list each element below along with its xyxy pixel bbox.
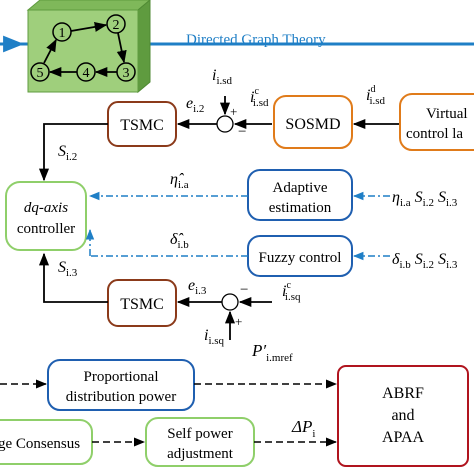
sum-top-minus: − [238,124,246,140]
dq-label-2: controller [17,221,75,237]
graph-node-2: 2 [106,14,126,34]
abrf-label-1: ABRF [382,385,424,402]
sum-bottom-plus: + [235,314,242,329]
self-power-label-1: Self power [167,426,232,442]
sosmd-label: SOSMD [285,116,340,133]
svg-text:4: 4 [83,66,90,81]
signal-e-i2: ei.2 [186,95,204,115]
signal-p-mref: P′i.mref [251,341,293,364]
virtual-control-block [399,93,474,151]
sum-top-plus: + [230,104,237,119]
arrow-s-i3 [38,252,108,303]
edge-5-1 [43,38,57,64]
signal-delta-p: ΔPi [291,417,315,440]
arrow-s-i2 [38,123,108,182]
svg-text:2: 2 [113,18,120,33]
proportional-block [47,359,195,411]
dq-controller-block [5,181,87,251]
topic-label: Directed Graph Theory [186,32,326,48]
virtual-label-1: Virtual [426,106,468,122]
svg-text:5: 5 [37,66,44,81]
edge-2-3 [116,32,127,64]
svg-text:1: 1 [59,26,66,41]
graph-node-5: 5 [30,62,50,82]
signal-i-isd: ii.sd [212,67,233,87]
tsmc-top-label: TSMC [120,117,164,134]
sum-bottom-minus: − [240,282,248,298]
adaptive-label-2: estimation [269,200,332,216]
adaptive-label-1: Adaptive [273,180,328,196]
signal-s-i2: Si.2 [58,143,77,163]
graph-node-1: 1 [52,22,72,42]
proportional-label-2: distribution power [66,389,176,405]
edge-1-2 [70,21,108,32]
graph-node-3: 3 [116,62,136,82]
tsmc-bottom-block [107,279,177,327]
abrf-apaa-block [337,365,469,467]
abrf-label-2: and [391,407,414,424]
adaptive-estimation-block [247,169,353,221]
graph-cube: 1 2 3 4 5 [26,0,151,94]
signal-i-isq: ii.sq [204,327,225,347]
self-power-label-2: adjustment [167,446,234,462]
signal-delta-hat: δ̂i.b [170,231,189,251]
virtual-label-2: control la [406,126,463,142]
abrf-label-3: APAA [382,429,425,446]
sum-junction-bottom [221,293,239,311]
signal-s-i3: Si.3 [58,259,78,279]
fuzzy-label: Fuzzy control [259,250,342,266]
sosmd-block [273,95,353,149]
signal-e-i3: ei.3 [188,277,207,297]
consensus-label: ge Consensus [0,436,80,452]
dq-label-1: dq-axis [24,200,68,216]
svg-text:3: 3 [123,66,130,81]
proportional-label-1: Proportional [84,369,159,385]
graph-node-4: 4 [76,62,96,82]
signal-eta-hat: η̂i.a [170,171,189,191]
tsmc-bottom-label: TSMC [120,296,164,313]
